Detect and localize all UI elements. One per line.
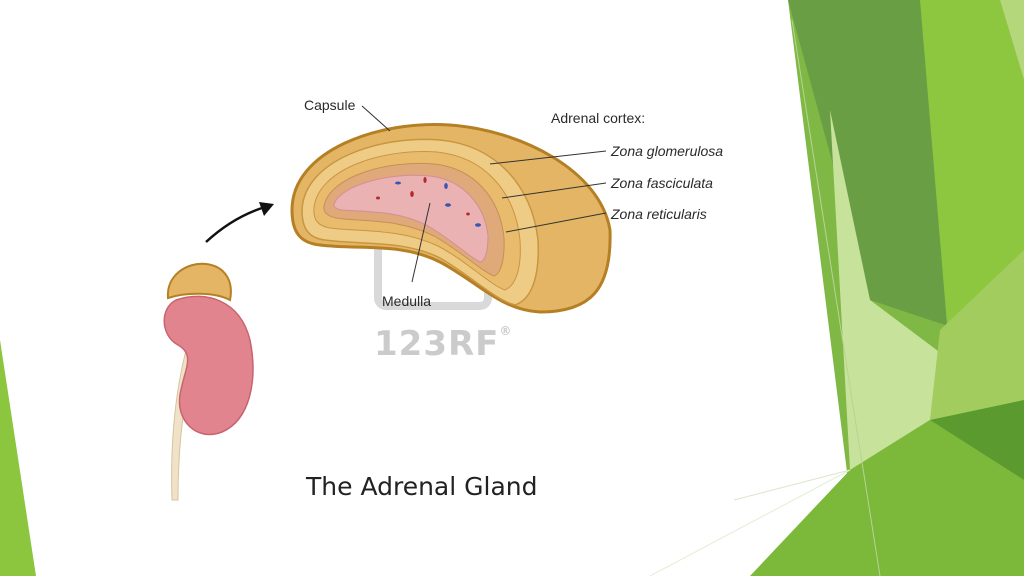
vessel-dot xyxy=(410,191,414,197)
left-green-strip xyxy=(0,340,36,576)
right-green-facet-7 xyxy=(750,420,1024,576)
leader-zona-glomerulosa xyxy=(489,150,607,165)
right-green-facet-5 xyxy=(830,110,950,470)
medulla-region xyxy=(333,174,489,263)
adrenal-cap xyxy=(166,262,232,302)
right-green-facet-4 xyxy=(1000,0,1024,80)
vessel-dot xyxy=(444,183,448,189)
label-capsule: Capsule xyxy=(304,97,356,113)
pointer-arrow-head xyxy=(259,202,274,216)
right-green-facet-8 xyxy=(930,400,1024,480)
leader-zona-reticularis xyxy=(505,212,607,233)
leader-capsule xyxy=(361,105,391,132)
label-adrenal-cortex: Adrenal cortex: xyxy=(551,110,646,126)
vessel-dot xyxy=(395,181,401,185)
right-green-facet-2 xyxy=(788,0,960,330)
label-medulla: Medulla xyxy=(382,293,432,309)
label-zona-fasciculata: Zona fasciculata xyxy=(611,175,713,191)
vessel-dot xyxy=(376,196,380,200)
decor-line-1 xyxy=(733,469,851,501)
watermark-text: 123RF® xyxy=(374,324,513,364)
vessel-dot xyxy=(475,223,481,227)
label-zona-reticularis: Zona reticularis xyxy=(611,206,707,222)
leader-zona-fasciculata xyxy=(501,182,607,199)
pointer-arrow xyxy=(205,206,263,243)
label-zona-glomerulosa: Zona glomerulosa xyxy=(611,143,724,159)
vessel-dot xyxy=(445,203,451,207)
leader-medulla xyxy=(411,202,431,283)
vessel-dot xyxy=(423,177,427,183)
right-green-facet-3 xyxy=(920,0,1024,360)
diagram-title: The Adrenal Gland xyxy=(306,472,538,501)
decor-line-3 xyxy=(791,19,881,576)
vessel-dot xyxy=(466,212,470,216)
kidney xyxy=(163,295,254,436)
decor-line-2 xyxy=(649,469,851,576)
